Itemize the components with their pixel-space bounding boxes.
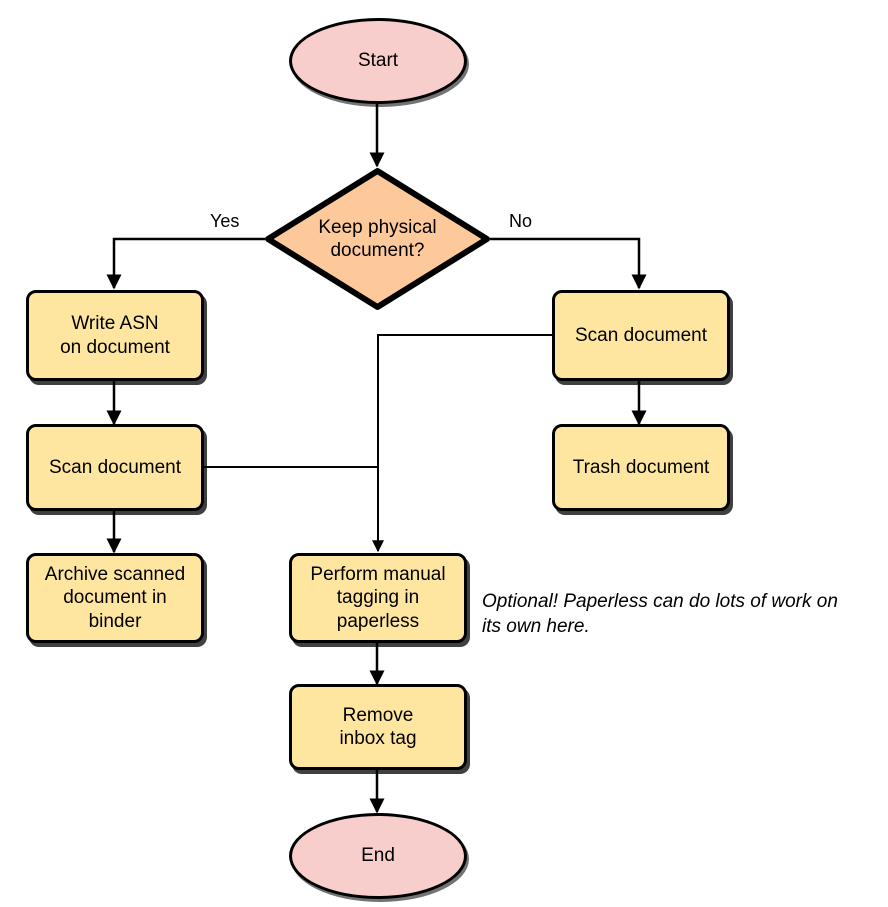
node-end[interactable]: End xyxy=(289,813,467,899)
node-scan-document-right[interactable]: Scan document xyxy=(552,290,730,381)
node-scan-document-right-label: Scan document xyxy=(574,324,708,346)
node-write-asn-label: Write ASN on document xyxy=(60,312,170,358)
node-keep-physical-document-decision[interactable]: Keep physical document? xyxy=(264,167,491,311)
node-decision-label: Keep physical document? xyxy=(264,216,491,262)
edge-decision-yes-to-write-asn xyxy=(106,237,265,290)
node-remove-inbox-label-line1: Remove xyxy=(342,704,414,726)
node-decision-label-line2: document? xyxy=(330,240,425,261)
annotation-line2: its own here. xyxy=(482,615,590,637)
node-write-asn-label-line2: on document xyxy=(60,336,170,358)
node-remove-inbox-label-line2: inbox tag xyxy=(339,728,417,749)
node-remove-inbox-label: Remove inbox tag xyxy=(339,704,416,750)
node-trash-document[interactable]: Trash document xyxy=(552,424,730,511)
node-remove-inbox-tag[interactable]: Remove inbox tag xyxy=(289,684,467,770)
node-write-asn-label-line1: Write ASN xyxy=(71,313,159,335)
annotation-line1: Optional! Paperless can do lots of work … xyxy=(482,591,838,612)
node-manual-tagging-label-line2: tagging in xyxy=(336,587,420,609)
node-end-label: End xyxy=(361,845,395,867)
node-manual-tagging-label: Perform manual tagging in paperless xyxy=(310,563,445,633)
node-manual-tagging-label-line1: Perform manual xyxy=(310,564,446,586)
node-write-asn-on-document[interactable]: Write ASN on document xyxy=(26,290,204,381)
edge-decision-no-to-scan-right xyxy=(490,237,647,290)
annotation-optional-paperless: Optional! Paperless can do lots of work … xyxy=(482,590,882,639)
node-trash-document-label: Trash document xyxy=(572,456,710,478)
diamond-shape xyxy=(265,168,490,310)
node-scan-document-left[interactable]: Scan document xyxy=(26,424,204,511)
edge-label-no: No xyxy=(509,211,533,231)
node-perform-manual-tagging[interactable]: Perform manual tagging in paperless xyxy=(289,553,467,643)
node-archive-scanned-document[interactable]: Archive scanned document in binder xyxy=(26,553,204,643)
node-archive-label-line3: binder xyxy=(88,610,142,632)
node-archive-label: Archive scanned document in binder xyxy=(45,563,185,633)
node-archive-label-line1: Archive scanned xyxy=(44,564,186,586)
edge-label-yes: Yes xyxy=(210,211,240,231)
node-start[interactable]: Start xyxy=(289,18,467,104)
node-decision-label-line1: Keep physical xyxy=(318,216,437,238)
node-scan-document-left-label: Scan document xyxy=(48,456,182,478)
edge-scan-right-to-manual-tagging xyxy=(372,334,552,553)
node-start-label: Start xyxy=(357,50,399,72)
node-archive-label-line2: document in xyxy=(63,587,167,609)
node-manual-tagging-label-line3: paperless xyxy=(336,610,420,632)
